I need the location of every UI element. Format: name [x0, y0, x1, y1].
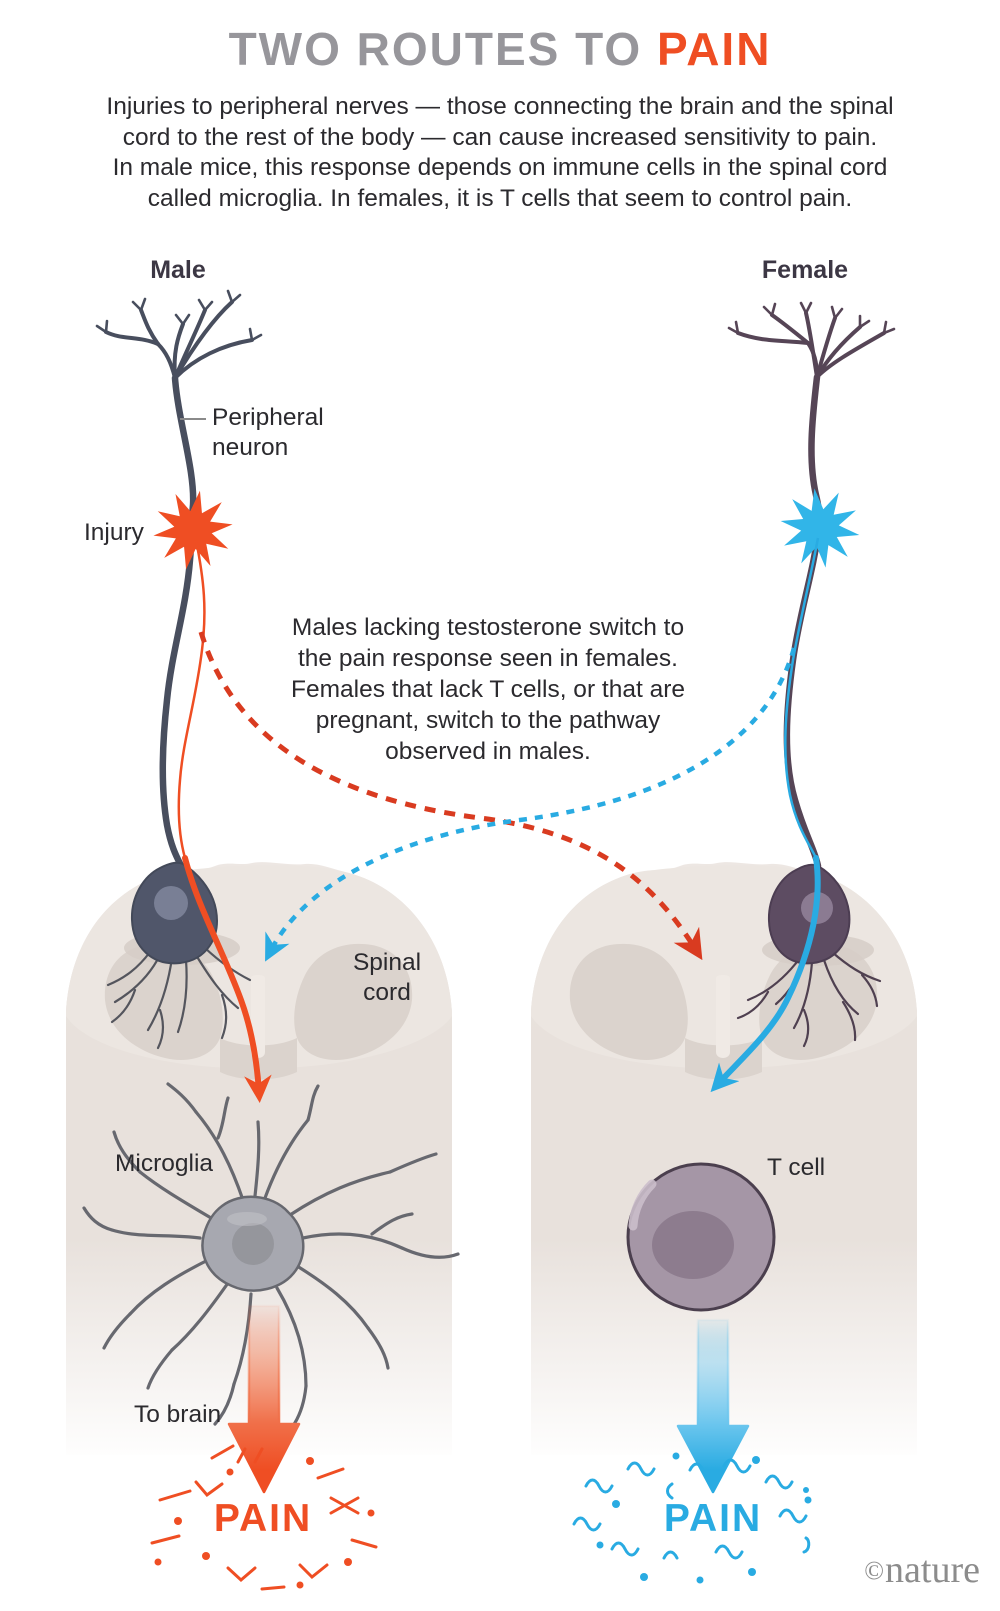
page-title: TWO ROUTES TO PAIN	[0, 22, 1000, 76]
microglia-body	[201, 1195, 305, 1292]
nature-wordmark: nature	[885, 1549, 980, 1591]
intro-line: Injuries to peripheral nerves — those co…	[106, 93, 894, 120]
intro-line: cord to the rest of the body — can cause…	[122, 123, 878, 151]
neuron-axon	[783, 373, 823, 870]
gray-matter-left-wing	[104, 943, 223, 1060]
t-cell	[626, 1162, 776, 1312]
microglia-nucleus	[232, 1223, 274, 1265]
gray-matter-right-wing	[759, 943, 878, 1060]
intro-line: In male mice, this response depends on i…	[112, 154, 888, 181]
female-peripheral-neuron	[727, 301, 896, 1048]
soma-shadow	[124, 931, 240, 965]
gray-matter-bridge	[685, 1038, 762, 1080]
page-title-highlight: PAIN	[656, 23, 772, 75]
female-column-label: Female	[761, 256, 849, 284]
male-injury-starburst	[153, 490, 233, 570]
t-cell-label: T cell	[767, 1154, 826, 1181]
neuron-soma	[767, 863, 851, 965]
female-pain-signal-arrow	[710, 855, 821, 1093]
neuron-roots	[106, 946, 252, 1050]
neuron-dendrites	[736, 311, 886, 379]
soma-nucleus	[154, 886, 188, 920]
intro-line: called microglia. In females, it is T ce…	[147, 184, 853, 212]
central-canal-slot	[716, 975, 730, 1058]
t-cell-body	[626, 1162, 776, 1312]
spinal-cord-label: Spinal cord	[352, 949, 422, 1006]
microglia-cell	[82, 1082, 460, 1432]
page-title-prefix: TWO ROUTES TO	[228, 23, 643, 75]
injury-label: Injury	[84, 519, 144, 546]
male-to-brain-arrow	[227, 1304, 301, 1494]
neuron-dendrites	[104, 300, 254, 380]
male-column-label: Male	[150, 256, 206, 284]
microglia-label: Microglia	[115, 1150, 214, 1177]
gray-matter-bridge	[220, 1038, 297, 1080]
t-cell-highlight	[628, 1179, 657, 1231]
copyright-symbol: ©	[864, 1556, 886, 1585]
neuron-axon	[159, 374, 197, 874]
peripheral-neuron-label: Peripheral neuron	[212, 404, 324, 461]
t-cell-nucleus	[652, 1211, 734, 1279]
central-canal-slot	[251, 975, 265, 1058]
female-to-brain-arrow	[676, 1318, 750, 1494]
neuron-soma	[130, 861, 218, 965]
neuron-roots	[736, 950, 882, 1048]
intro-text: Injuries to peripheral nerves — those co…	[0, 92, 1000, 214]
dendrite-terminals	[727, 301, 896, 335]
to-brain-label: To brain	[134, 1401, 222, 1428]
female-pain-label: PAIN	[663, 1497, 763, 1540]
microglia-highlight	[227, 1212, 267, 1226]
male-pain-signal-thin	[177, 539, 206, 859]
cylinder-body	[531, 862, 917, 1455]
crossover-note: Males lacking testosterone switch to the…	[291, 614, 685, 765]
soma-nucleus	[801, 892, 833, 924]
gray-matter-left-wing	[569, 943, 688, 1060]
female-spinal-cord-cylinder	[531, 862, 917, 1455]
male-pain-signal-arrow	[182, 855, 272, 1104]
nature-watermark: ©nature	[790, 1548, 980, 1592]
dendrite-terminals	[95, 289, 263, 342]
male-pain-label: PAIN	[213, 1497, 313, 1540]
female-pain-signal-thin	[784, 537, 820, 859]
soma-shadow	[762, 934, 874, 966]
female-injury-starburst	[780, 488, 860, 568]
cylinder-cut-face	[531, 865, 917, 1069]
